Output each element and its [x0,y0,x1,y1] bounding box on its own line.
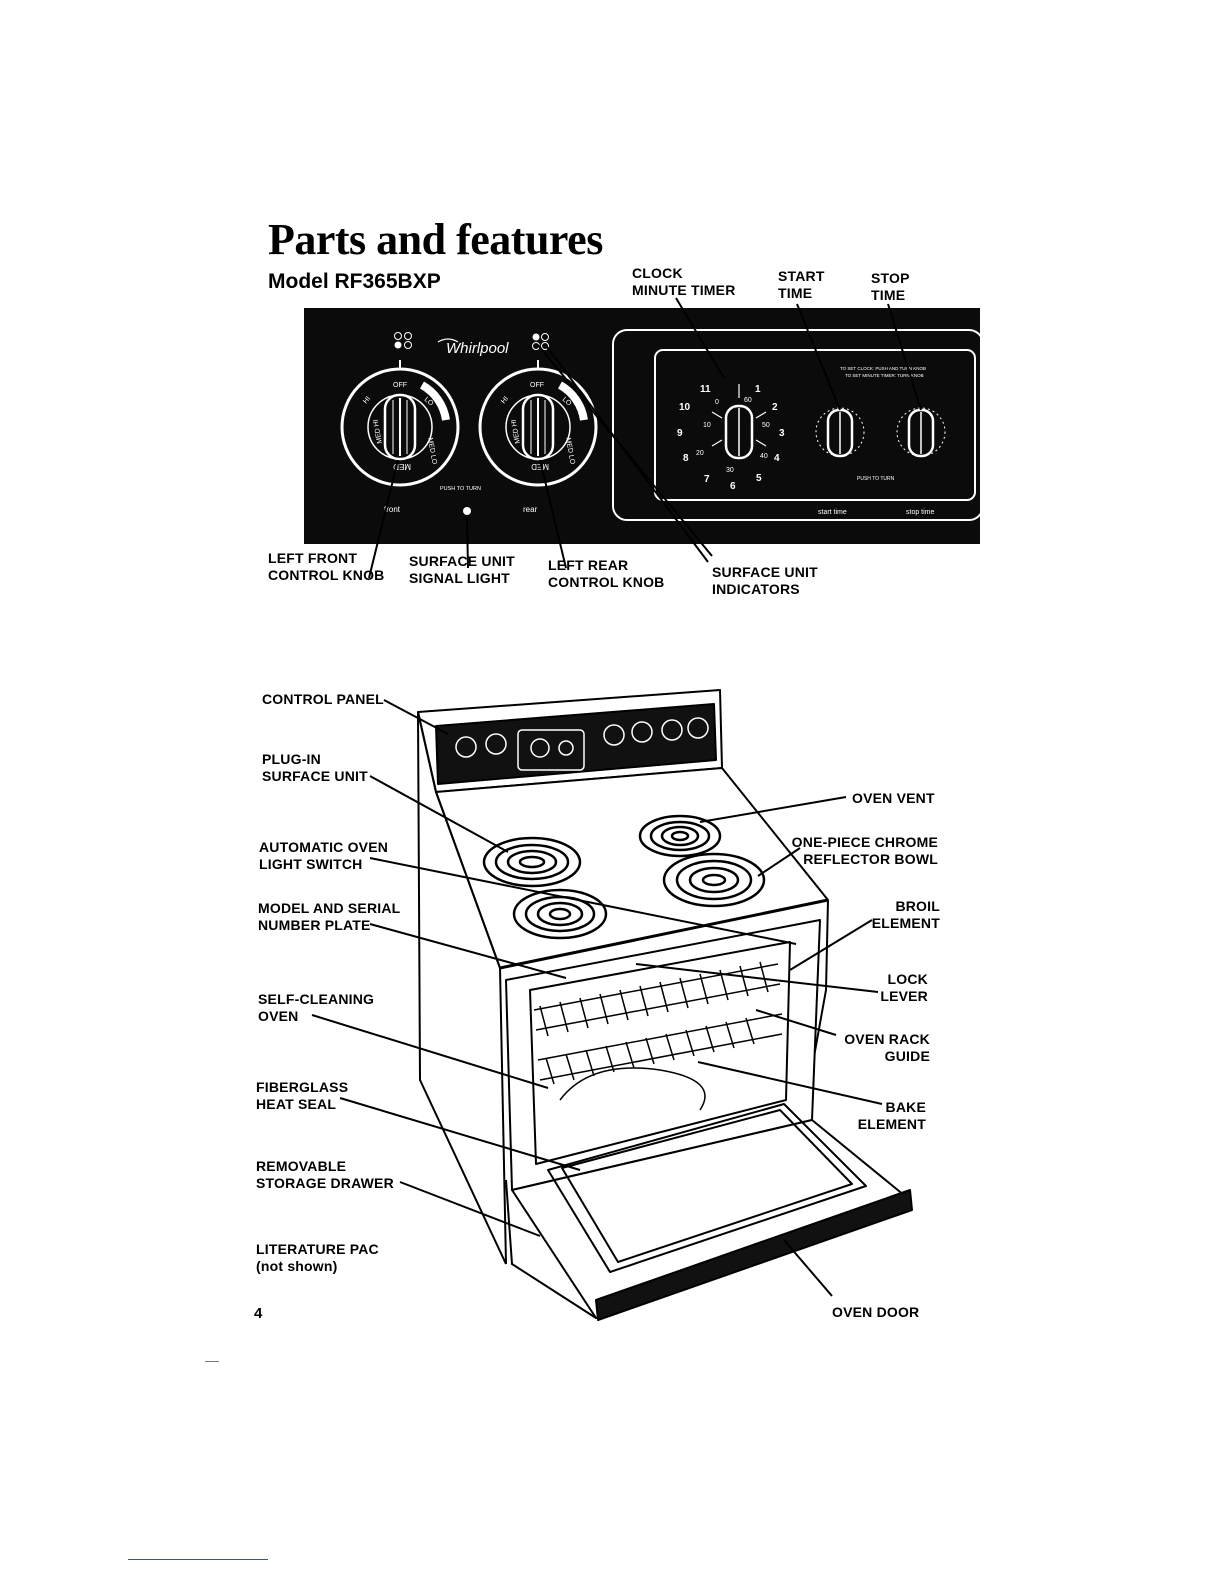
label-reflector-bowl: ONE-PIECE CHROME REFLECTOR BOWL [791,834,938,867]
brand-logo: Whirlpool [446,340,509,357]
svg-text:MED: MED [393,462,411,471]
left-indicator-dots [394,332,412,349]
svg-text:40: 40 [760,453,768,460]
svg-text:PUSH TO TURN: PUSH TO TURN [857,476,895,482]
label-stop-time: STOP TIME [871,270,910,303]
svg-text:OFF: OFF [393,382,407,389]
mini-control-panel [435,703,717,785]
panel-leader-lines [368,297,922,579]
label-left-rear-control-knob: LEFT REAR CONTROL KNOB [548,557,665,590]
svg-text:TO SET CLOCK: PUSH AND TURN KN: TO SET CLOCK: PUSH AND TURN KNOB [840,366,926,371]
svg-text:6: 6 [730,481,736,492]
door-handle-strip [595,1189,913,1321]
label-model-serial-plate: MODEL AND SERIAL NUMBER PLATE [258,900,401,933]
oven-opening [529,941,791,1165]
svg-text:10: 10 [703,422,711,429]
svg-text:OFF: OFF [530,382,544,389]
svg-text:9: 9 [677,428,683,439]
surface-unit-signal-light [463,507,471,515]
label-plug-in-surface-unit: PLUG-IN SURFACE UNIT [262,751,368,784]
svg-text:LO: LO [423,396,435,408]
page-title: Parts and features [268,215,603,264]
svg-text:stop time: stop time [906,509,935,516]
svg-text:2: 2 [772,402,778,413]
svg-text:0: 0 [715,399,719,406]
svg-text:10: 10 [679,402,691,413]
svg-text:20: 20 [696,450,704,457]
svg-text:5: 5 [756,473,762,484]
coil-left-rear [482,836,582,888]
clock-section-frame [612,329,984,521]
label-literature-pac: LITERATURE PAC (not shown) [256,1241,379,1274]
svg-text:MED HI: MED HI [373,419,384,444]
oven-racks [533,961,783,1111]
svg-text:HI: HI [362,395,372,405]
label-lock-lever: LOCK LEVER [880,971,928,1004]
svg-text:4: 4 [774,453,780,464]
svg-text:PUSH TO TURN: PUSH TO TURN [440,486,481,492]
label-self-cleaning-oven: SELF-CLEANING OVEN [258,991,375,1024]
svg-text:50: 50 [762,422,770,429]
range-side [417,711,507,1265]
coil-right-rear [638,814,722,858]
door-window [547,1103,867,1273]
label-oven-door: OVEN DOOR [832,1304,920,1320]
right-indicator-dots [532,333,549,350]
svg-text:LO: LO [561,396,573,408]
label-surface-unit-indicators: SURFACE UNIT INDICATORS [712,564,818,597]
svg-text:front: front [384,505,401,514]
svg-text:MED LO: MED LO [564,437,576,465]
svg-text:HI: HI [500,395,510,405]
label-fiberglass-heat-seal: FIBERGLASS HEAT SEAL [256,1079,349,1112]
clock-minute-timer-dial[interactable] [724,404,754,460]
model-subtitle: Model RF365BXP [268,270,441,293]
label-start-time: START TIME [778,268,825,301]
left-rear-control-knob[interactable] [478,367,598,487]
svg-text:MED: MED [531,462,549,471]
svg-text:8: 8 [683,453,689,464]
svg-text:1: 1 [755,384,761,395]
svg-text:7: 7 [704,474,710,485]
panel-background [304,308,980,544]
brand-swoosh [437,338,459,343]
label-clock-minute-timer: CLOCK MINUTE TIMER [632,265,736,298]
page-number: 4 [254,1305,263,1322]
bake-element-shape [559,1067,706,1111]
label-surface-unit-signal-light: SURFACE UNIT SIGNAL LIGHT [409,553,515,586]
coil-right-front [662,852,766,908]
svg-text:MED LO: MED LO [426,437,438,465]
label-bake-element: BAKE ELEMENT [857,1099,926,1132]
label-automatic-oven-light-switch: AUTOMATIC OVEN LIGHT SWITCH [259,839,389,872]
svg-text:start time: start time [818,509,847,516]
label-oven-rack-guide: OVEN RACK GUIDE [844,1031,930,1064]
svg-text:11: 11 [700,384,711,395]
footer-rule [128,1559,268,1560]
svg-text:3: 3 [779,428,785,439]
left-front-control-knob[interactable] [340,367,460,487]
label-control-panel: CONTROL PANEL [262,691,384,707]
svg-text:60: 60 [744,397,752,404]
label-left-front-control-knob: LEFT FRONT CONTROL KNOB [268,550,385,583]
label-removable-storage-drawer: REMOVABLE STORAGE DRAWER [256,1158,394,1191]
range-leader-lines [311,699,883,1297]
svg-text:TO SET MINUTE TIMER: TURN KNOB: TO SET MINUTE TIMER: TURN KNOB [845,373,924,378]
footer-dash [205,1361,219,1362]
svg-text:MED HI: MED HI [511,419,522,444]
label-broil-element: BROIL ELEMENT [871,898,940,931]
svg-text:rear: rear [523,505,538,514]
label-oven-vent: OVEN VENT [852,790,935,806]
surface-coils [482,814,766,940]
svg-text:30: 30 [726,467,734,474]
